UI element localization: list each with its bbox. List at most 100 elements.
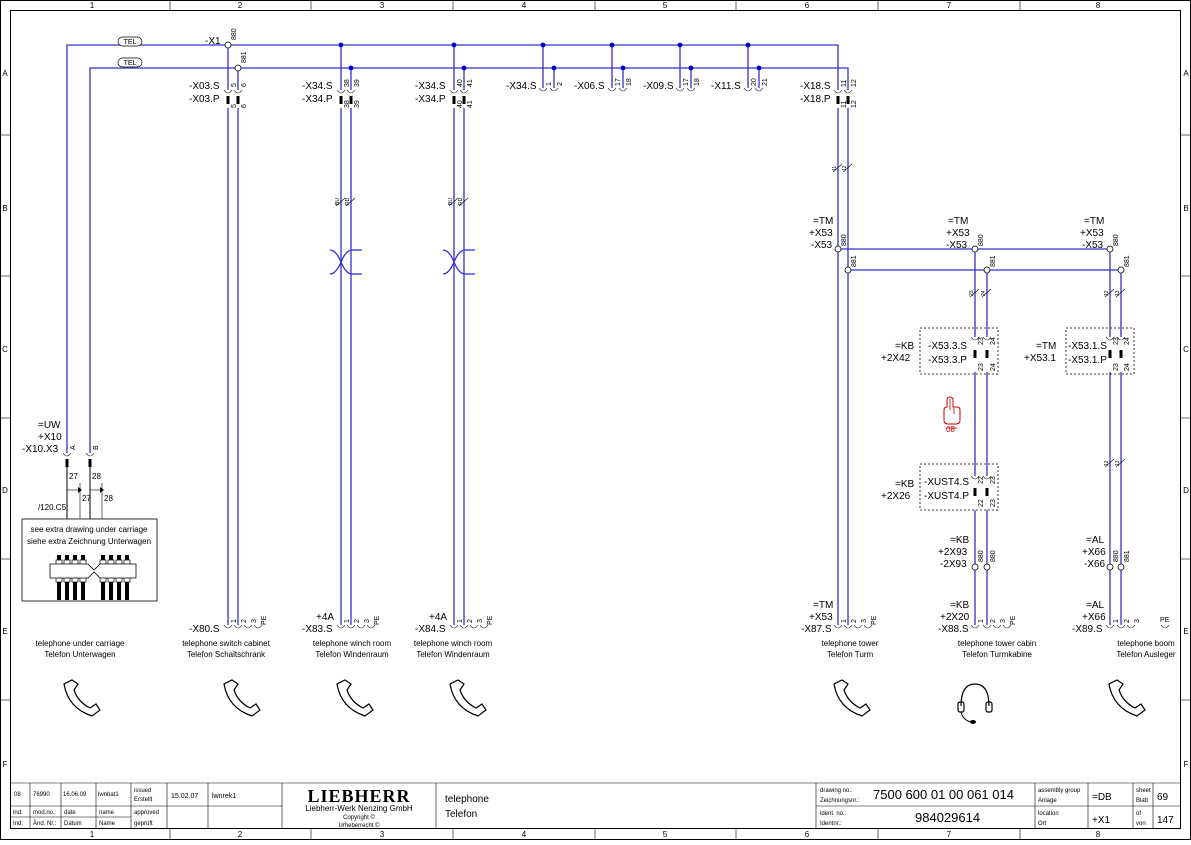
svg-text:BU: BU <box>448 198 454 205</box>
svg-text:=KB: =KB <box>950 600 970 611</box>
svg-text:3: 3 <box>477 619 484 623</box>
col-7: 7 <box>947 1 952 10</box>
svg-text:-X53: -X53 <box>1082 240 1104 251</box>
svg-text:-X88.S: -X88.S <box>938 624 969 635</box>
x03s-label: -X03.S <box>189 81 220 92</box>
ref-marker: 08 <box>946 425 955 434</box>
wire-marks: BU RD BU RD 11 12 23 24 12 13 12 13 <box>335 163 1126 468</box>
svg-text:5: 5 <box>231 83 238 87</box>
svg-text:=UW: =UW <box>38 420 61 431</box>
kb-block-xust4: =KB +2X26 -XUST4.S -XUST4.P 22 23 22 23 <box>881 463 999 511</box>
svg-text:drawing no.:: drawing no.: <box>820 788 853 794</box>
svg-text:+4A: +4A <box>429 612 447 623</box>
svg-text:Zeichnungsnr.:: Zeichnungsnr.: <box>820 798 860 804</box>
svg-text:Telefon Turm: Telefon Turm <box>827 650 874 659</box>
svg-text:23: 23 <box>978 337 985 345</box>
svg-text:39: 39 <box>354 79 361 87</box>
svg-text:39: 39 <box>354 100 361 108</box>
svg-text:2: 2 <box>990 619 997 623</box>
svg-text:12: 12 <box>842 165 848 171</box>
col-4-bottom: 4 <box>522 830 527 839</box>
tm-blocks: =TM +X53 -X53 880 881 =TM +X53 -X53 880 … <box>809 216 1131 267</box>
handset-icon <box>223 679 261 717</box>
svg-text:Telefon Turmkabine: Telefon Turmkabine <box>962 650 1032 659</box>
col-3: 3 <box>380 1 385 10</box>
row-d-right: D <box>1183 486 1189 495</box>
drawing-title-en: telephone <box>445 794 489 805</box>
column-ruler: 1 2 3 4 5 6 7 8 1 2 3 4 5 6 7 8 <box>90 0 1101 840</box>
row-c: C <box>2 345 8 354</box>
svg-text:telephone tower: telephone tower <box>822 639 879 648</box>
svg-text:3: 3 <box>1134 619 1141 623</box>
svg-text:21: 21 <box>762 78 769 86</box>
svg-text:881: 881 <box>1124 255 1131 267</box>
svg-text:11: 11 <box>832 166 838 171</box>
svg-text:24: 24 <box>1124 363 1131 371</box>
svg-text:Liebherr-Werk Nenzing GmbH: Liebherr-Werk Nenzing GmbH <box>305 804 413 813</box>
svg-text:6: 6 <box>241 104 248 108</box>
svg-text:+2X93: +2X93 <box>938 547 968 558</box>
svg-text:23: 23 <box>978 363 985 371</box>
black-wiring <box>66 462 104 519</box>
row-d: D <box>2 486 8 495</box>
svg-text:-X66: -X66 <box>1084 559 1106 570</box>
handset-icon <box>449 679 487 717</box>
row-ruler: A B C D E F A B C D E F <box>0 69 1191 769</box>
svg-text:17: 17 <box>615 78 622 86</box>
svg-text:siehe extra Zeichnung Unterwag: siehe extra Zeichnung Unterwagen <box>27 537 151 546</box>
svg-text:lwnbat1: lwnbat1 <box>98 792 119 798</box>
svg-text:-X53.3.P: -X53.3.P <box>928 355 967 366</box>
svg-text:41: 41 <box>467 79 474 87</box>
x34s-c-label: -X34.S <box>506 81 537 92</box>
svg-text:12: 12 <box>1104 290 1110 296</box>
svg-text:3: 3 <box>364 619 371 623</box>
handset-icon <box>1108 679 1146 717</box>
connector-labels-top: -X03.S -X03.P 5 6 5 6 -X34.S -X34.P 38 3… <box>189 78 858 108</box>
svg-text:=TM: =TM <box>1084 216 1104 227</box>
svg-text:ind:: ind: <box>13 810 23 816</box>
svg-text:location: location <box>1038 811 1059 817</box>
svg-text:1: 1 <box>546 82 553 86</box>
svg-text:assembly group: assembly group <box>1038 788 1081 794</box>
svg-text:lwnrek1: lwnrek1 <box>212 793 236 800</box>
svg-text:=KB: =KB <box>950 535 970 546</box>
wiring <box>66 44 1122 625</box>
svg-text:20: 20 <box>751 78 758 86</box>
svg-text:telephone tower cabin: telephone tower cabin <box>958 639 1036 648</box>
svg-text:881: 881 <box>1124 550 1131 562</box>
x18p-label: -X18.P <box>800 94 831 105</box>
svg-text:17: 17 <box>683 78 690 86</box>
svg-text:1: 1 <box>978 619 985 623</box>
svg-text:-X53.3.S: -X53.3.S <box>928 341 967 352</box>
svg-text:2: 2 <box>557 82 564 86</box>
col-7-bottom: 7 <box>947 830 952 839</box>
crossovers <box>329 249 475 275</box>
svg-text:telephone boom: telephone boom <box>1117 639 1175 648</box>
svg-text:13: 13 <box>1115 290 1121 296</box>
svg-text:date: date <box>64 810 76 816</box>
svg-text:Blatt: Blatt <box>1136 798 1148 804</box>
svg-text:880: 880 <box>990 550 997 562</box>
handset-icon <box>336 679 374 717</box>
svg-text:1: 1 <box>457 619 464 623</box>
svg-text:1: 1 <box>841 619 848 623</box>
svg-text:+X53: +X53 <box>809 612 833 623</box>
svg-text:2: 2 <box>241 619 248 623</box>
svg-text:880: 880 <box>1113 234 1120 246</box>
col-1: 1 <box>90 1 95 10</box>
x1-pin-880: 880 <box>231 28 238 40</box>
svg-text:-X53: -X53 <box>811 240 833 251</box>
svg-text:38: 38 <box>344 100 351 108</box>
kb-block-2x93: =KB +2X93 -2X93 880 880 <box>938 535 997 570</box>
svg-text:11: 11 <box>841 101 848 108</box>
handset-icon <box>833 679 871 717</box>
svg-text:3: 3 <box>1000 619 1007 623</box>
svg-text:PE: PE <box>871 615 878 625</box>
svg-text:approved: approved <box>134 810 159 816</box>
phone-icons <box>63 679 1146 724</box>
svg-text:2: 2 <box>851 619 858 623</box>
x11s-label: -X11.S <box>711 81 741 92</box>
svg-text:PE: PE <box>1010 615 1017 625</box>
